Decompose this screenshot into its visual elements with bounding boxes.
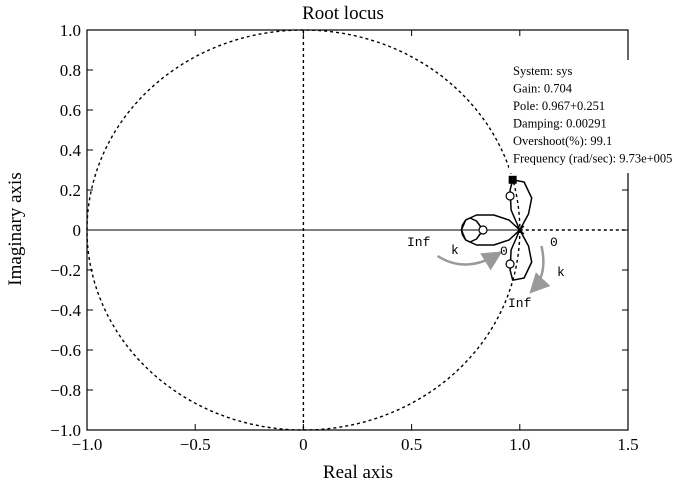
datatip-line: Frequency (rad/sec): 9.73e+005 <box>513 152 672 166</box>
gain-arrow-2 <box>529 245 551 294</box>
y-tick-label: −0.4 <box>50 301 81 320</box>
y-tick-label: −0.8 <box>50 381 81 400</box>
x-tick-label: 0 <box>299 435 308 454</box>
x-tick-label: 1.5 <box>617 435 638 454</box>
locus-branch-4 <box>509 229 533 281</box>
datatip-line: Pole: 0.967+0.251 <box>513 99 605 113</box>
arrow-1-gain-label: k <box>451 243 459 258</box>
x-tick-label: −1.0 <box>72 435 103 454</box>
arrow-1-start-label: Inf <box>407 235 430 250</box>
y-tick-label: −0.2 <box>50 261 81 280</box>
x-tick-label: 0.5 <box>401 435 422 454</box>
zero-marker-1 <box>505 191 515 201</box>
chart-title: Root locus <box>302 3 384 24</box>
y-tick-label: 1.0 <box>60 21 81 40</box>
zero-marker-3 <box>478 225 488 235</box>
selected-point-marker <box>508 175 517 184</box>
datatip-line: System: sys <box>513 64 573 78</box>
x-tick-label: −0.5 <box>180 435 211 454</box>
y-tick-label: 0.8 <box>60 61 81 80</box>
zero-marker-2 <box>505 259 515 269</box>
x-tick-label: 1.0 <box>509 435 530 454</box>
arrow-2-end-label: Inf <box>508 296 531 311</box>
datatip-line: Damping: 0.00291 <box>513 117 607 131</box>
arrow-2-start-label: 0 <box>550 235 558 250</box>
y-tick-label: 0 <box>73 221 82 240</box>
arrow-1-end-label: 0 <box>500 244 508 259</box>
locus-branch-3 <box>509 179 533 231</box>
arrow-2-gain-label: k <box>557 265 565 280</box>
pole-marker-1 <box>515 225 525 235</box>
y-tick-label: 0.4 <box>60 141 82 160</box>
x-axis-ticks: −1.0 −0.5 0 0.5 1.0 1.5 <box>72 30 639 454</box>
y-tick-label: −0.6 <box>50 341 81 360</box>
y-axis-label: Imaginary axis <box>5 172 26 285</box>
y-axis-ticks: 1.0 0.8 0.6 0.4 0.2 0 −0.2 −0.4 −0.6 −0.8 −1.0 <box>50 21 628 440</box>
x-axis-label: Real axis <box>323 462 393 483</box>
datatip-box <box>509 60 688 173</box>
locus-branch-2 <box>460 214 521 246</box>
gain-arrow-1 <box>436 251 503 271</box>
y-tick-label: −1.0 <box>50 421 81 440</box>
y-tick-label: 0.6 <box>60 101 81 120</box>
datatip-line: Overshoot(%): 99.1 <box>513 134 612 148</box>
y-tick-label: 0.2 <box>60 181 81 200</box>
datatip-line: Gain: 0.704 <box>513 82 573 96</box>
